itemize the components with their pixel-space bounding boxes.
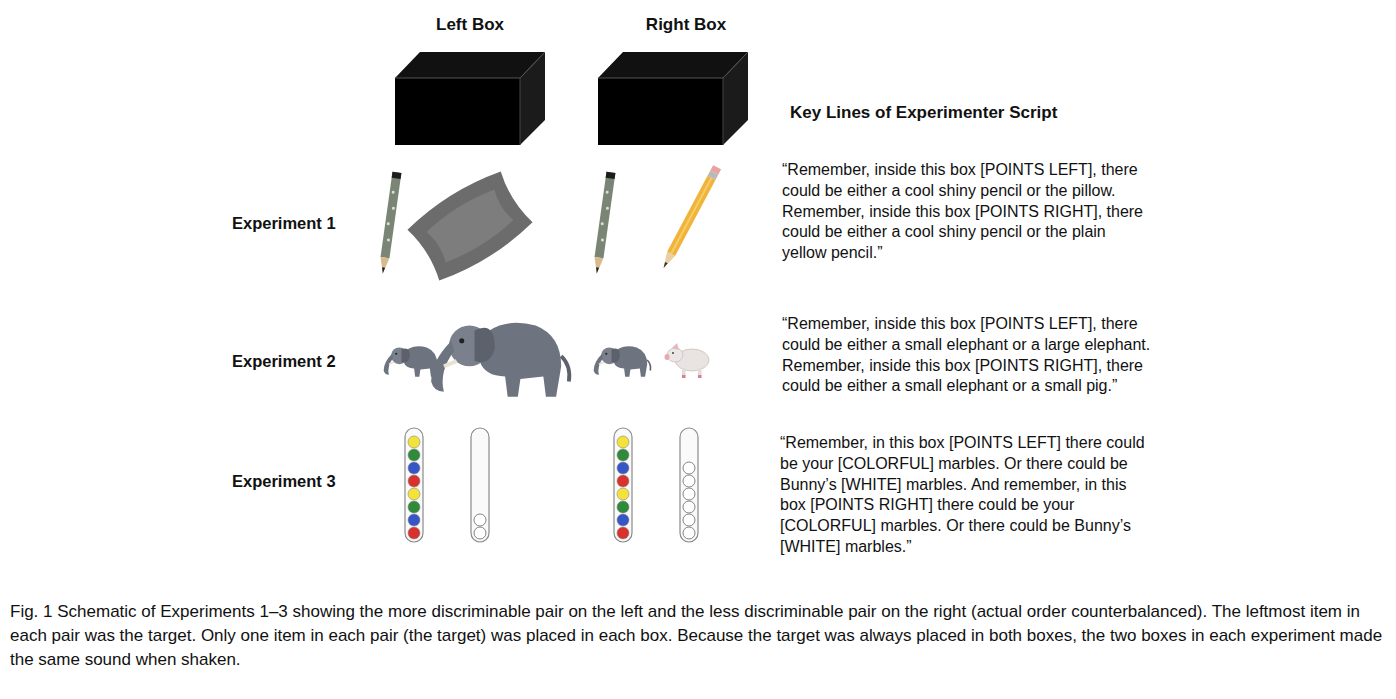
elephant-small-part bbox=[594, 346, 651, 376]
pig-small-part bbox=[698, 368, 702, 377]
column-header: Key Lines of Experimenter Script bbox=[790, 102, 1120, 124]
elephant-small bbox=[594, 346, 651, 376]
row-label: Experiment 3 bbox=[232, 471, 372, 492]
tube-colorful-part bbox=[408, 436, 420, 448]
pencil-shiny bbox=[378, 172, 401, 274]
tube-white-part bbox=[471, 428, 489, 542]
tube-white-part bbox=[683, 501, 695, 513]
tube-colorful-part bbox=[408, 475, 420, 487]
tube-white-part bbox=[683, 462, 695, 474]
pencil-yellow-part bbox=[670, 177, 712, 254]
box-right-part bbox=[723, 52, 748, 145]
elephant-small-part bbox=[384, 346, 441, 376]
box-left-part bbox=[520, 78, 521, 145]
row-label: Experiment 2 bbox=[232, 351, 372, 372]
box-right-part bbox=[598, 78, 723, 145]
tube-colorful-part bbox=[408, 462, 420, 474]
tube-colorful-part bbox=[408, 527, 420, 539]
pencil-shiny bbox=[592, 172, 615, 274]
pencil-shiny-part bbox=[378, 172, 401, 274]
box-left-part bbox=[395, 52, 545, 78]
pencil-yellow-part bbox=[662, 262, 667, 269]
box-left-part bbox=[395, 78, 520, 145]
tube-white bbox=[471, 428, 489, 542]
tube-colorful bbox=[405, 428, 423, 542]
tube-colorful-part bbox=[408, 488, 420, 500]
script-quote: “Remember, in this box [POINTS LEFT] the… bbox=[780, 433, 1152, 558]
pig-small-part bbox=[667, 348, 683, 362]
box-left-part bbox=[395, 52, 545, 78]
pig-small-part bbox=[665, 354, 670, 360]
tube-white-part bbox=[680, 428, 698, 542]
box-right-part bbox=[598, 52, 748, 78]
tube-colorful bbox=[614, 428, 632, 542]
elephant-large bbox=[431, 323, 569, 397]
pig-small bbox=[665, 343, 710, 378]
pig-small-part bbox=[682, 375, 686, 378]
pig-small-part bbox=[698, 375, 702, 378]
pillow-part bbox=[404, 166, 535, 285]
tube-colorful-part bbox=[617, 449, 629, 461]
column-header: Right Box bbox=[616, 14, 756, 36]
script-quote: “Remember, inside this box [POINTS LEFT]… bbox=[782, 314, 1154, 397]
pillow bbox=[404, 166, 535, 285]
pencil-yellow-part bbox=[710, 165, 721, 175]
script-quote: “Remember, inside this box [POINTS LEFT]… bbox=[782, 160, 1154, 264]
pencil-yellow-part bbox=[660, 252, 675, 270]
tube-white-part bbox=[683, 527, 695, 539]
tube-colorful-part bbox=[408, 449, 420, 461]
tube-white-part bbox=[683, 488, 695, 500]
pig-small-part bbox=[672, 352, 674, 354]
tube-colorful-part bbox=[617, 488, 629, 500]
tube-colorful-part bbox=[408, 514, 420, 526]
box-right bbox=[598, 52, 748, 145]
pencil-yellow bbox=[660, 165, 721, 270]
pencil-shiny-part bbox=[592, 172, 615, 274]
tube-colorful-part bbox=[617, 436, 629, 448]
pillow-part bbox=[424, 186, 515, 266]
elephant-large-part bbox=[431, 323, 569, 397]
column-header: Left Box bbox=[400, 14, 540, 36]
box-right-part bbox=[723, 78, 724, 145]
tube-colorful-part bbox=[614, 428, 632, 542]
tube-white-part bbox=[474, 527, 486, 539]
tube-white-part bbox=[474, 514, 486, 526]
pencil-yellow-part bbox=[667, 176, 715, 256]
tube-colorful-part bbox=[617, 462, 629, 474]
elephant-small bbox=[384, 346, 441, 376]
tube-colorful-part bbox=[617, 501, 629, 513]
row-label: Experiment 1 bbox=[232, 213, 372, 234]
pig-small-part bbox=[672, 343, 679, 350]
pig-small-part bbox=[682, 368, 686, 377]
tube-colorful-part bbox=[617, 475, 629, 487]
tube-white-part bbox=[683, 514, 695, 526]
box-left bbox=[395, 52, 545, 145]
tube-colorful-part bbox=[405, 428, 423, 542]
tube-white-part bbox=[683, 475, 695, 487]
figure-caption: Fig. 1 Schematic of Experiments 1–3 show… bbox=[10, 600, 1386, 671]
tube-colorful-part bbox=[617, 514, 629, 526]
tube-colorful-part bbox=[408, 501, 420, 513]
tube-colorful-part bbox=[617, 527, 629, 539]
tube-white bbox=[680, 428, 698, 542]
box-left-part bbox=[520, 52, 545, 145]
box-right-part bbox=[598, 52, 748, 78]
